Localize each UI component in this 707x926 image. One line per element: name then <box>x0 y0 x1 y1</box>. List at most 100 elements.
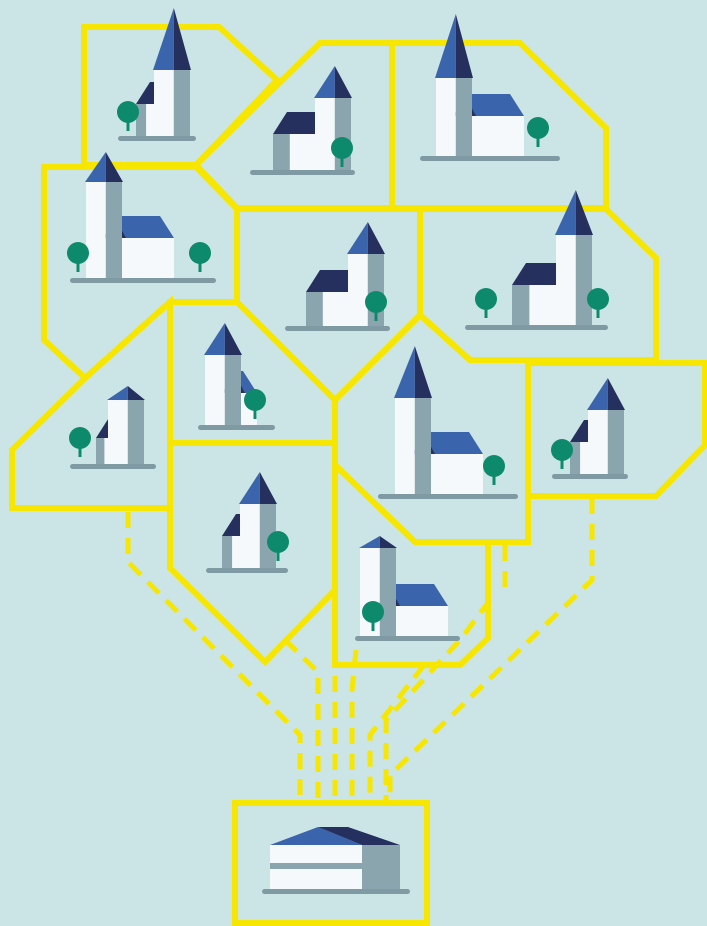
hub-wall-band <box>270 863 362 869</box>
tree-icon <box>527 117 549 139</box>
spire <box>587 378 608 410</box>
spire <box>239 472 260 504</box>
tree-trunk <box>276 549 280 561</box>
ground-line <box>198 425 275 430</box>
tree-trunk <box>76 260 80 272</box>
spire <box>359 536 380 548</box>
tower-wall-shade <box>173 70 190 136</box>
spire <box>107 386 128 400</box>
church-icon <box>69 386 156 469</box>
tree-icon <box>483 455 505 477</box>
tree-trunk <box>536 135 540 147</box>
tree-icon <box>117 101 139 123</box>
ground-line <box>355 636 460 641</box>
tree-trunk <box>253 407 257 419</box>
spire <box>435 14 456 78</box>
dashed-connector <box>387 498 595 800</box>
tower-wall <box>360 548 380 636</box>
tree-trunk <box>484 306 488 318</box>
spire <box>555 190 576 235</box>
church-icon <box>420 14 560 161</box>
spire <box>204 323 225 355</box>
tree-icon <box>189 242 211 264</box>
nave-wall-shade <box>96 438 105 464</box>
tree-trunk <box>198 260 202 272</box>
church-icon <box>551 378 628 479</box>
tree-icon <box>587 288 609 310</box>
hub-roof-shade <box>318 827 400 845</box>
tower-wall-shade <box>379 548 396 636</box>
tower-wall-shade <box>224 355 241 425</box>
tree-icon <box>67 242 89 264</box>
ground-line <box>420 156 560 161</box>
tree-trunk <box>78 445 82 457</box>
tree-icon <box>244 389 266 411</box>
nave-wall-shade <box>306 292 323 326</box>
hub-wall-side <box>362 845 400 889</box>
spire-shade <box>127 386 145 400</box>
tree-trunk <box>371 619 375 631</box>
nave-wall-shade <box>570 442 581 474</box>
tower-wall <box>588 410 608 474</box>
tower-wall <box>436 78 456 156</box>
tree-trunk <box>560 457 564 469</box>
central-building-icon <box>262 827 410 894</box>
ground-line <box>250 170 355 175</box>
spire <box>85 152 106 182</box>
tower-wall-shade <box>127 400 144 464</box>
parish-regions <box>9 24 707 668</box>
tree-icon <box>365 291 387 313</box>
dashed-connector <box>283 638 321 800</box>
tree-icon <box>475 288 497 310</box>
spire <box>314 66 335 98</box>
tower-wall-shade <box>455 78 472 156</box>
ground-line <box>552 474 628 479</box>
spire-shade <box>379 536 397 548</box>
parish-region-outline <box>525 360 707 499</box>
tree-icon <box>362 601 384 623</box>
spire-shade <box>367 222 385 254</box>
tower-wall <box>86 182 106 278</box>
tower-wall-shade <box>414 398 431 494</box>
nave-wall-shade <box>136 104 147 136</box>
tree-icon <box>69 427 91 449</box>
parish-region-outline <box>389 40 609 211</box>
tower-wall <box>154 70 174 136</box>
central-hub <box>232 800 430 926</box>
ground-line <box>378 494 518 499</box>
spire-shade <box>105 152 123 182</box>
dashed-connector <box>367 663 426 800</box>
hub-ground <box>262 889 410 894</box>
spire-shade <box>607 378 625 410</box>
church-icon <box>198 323 275 430</box>
tower-wall <box>315 98 335 170</box>
churches <box>67 8 628 641</box>
church-icon <box>67 152 216 283</box>
hub-outline <box>232 800 430 926</box>
church-icon <box>355 536 460 641</box>
nave-wall-shade <box>222 536 233 568</box>
tower-wall <box>240 504 260 568</box>
spire-shade <box>455 14 473 78</box>
nave-wall-shade <box>273 134 290 170</box>
spire <box>153 8 174 70</box>
hub-roof <box>270 827 362 845</box>
tower-wall <box>556 235 576 325</box>
dashed-connector <box>383 598 492 800</box>
tower-wall <box>205 355 225 425</box>
ground-line <box>465 325 608 330</box>
parish-region-outline <box>332 457 491 668</box>
church-icon <box>378 346 518 499</box>
spire-shade <box>224 323 242 355</box>
ground-line <box>70 464 156 469</box>
ground-line <box>206 568 288 573</box>
dashed-connector <box>125 512 303 800</box>
spire-shade <box>259 472 277 504</box>
tower-wall <box>108 400 128 464</box>
tree-icon <box>551 439 573 461</box>
spire <box>347 222 368 254</box>
church-icon <box>206 472 289 573</box>
parish-region-outline <box>167 440 338 667</box>
tree-icon <box>331 137 353 159</box>
